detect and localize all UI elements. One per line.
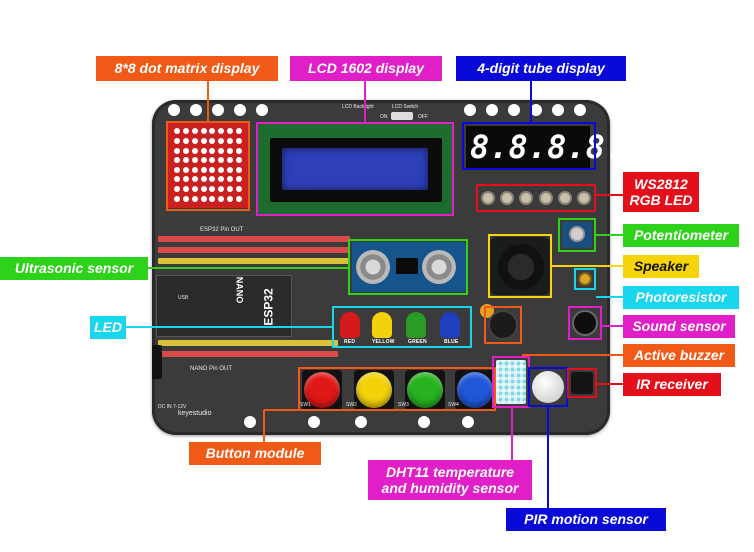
rgb-highlight	[476, 184, 596, 212]
callout-ws2812-line2: RGB LED	[630, 192, 693, 208]
callout-potentiometer: Potentiometer	[623, 224, 739, 247]
mounting-hole	[308, 416, 320, 428]
mounting-hole	[212, 104, 224, 116]
sound-highlight	[568, 306, 602, 340]
callout-lcd: LCD 1602 display	[290, 56, 442, 81]
callout-buzzer: Active buzzer	[623, 344, 735, 367]
callout-photoresistor: Photoresistor	[623, 286, 739, 309]
mounting-hole	[418, 416, 430, 428]
mounting-hole	[168, 104, 180, 116]
mounting-hole	[256, 104, 268, 116]
led-highlight	[332, 306, 472, 348]
button-highlight	[298, 367, 496, 411]
mounting-hole	[574, 104, 586, 116]
mounting-hole	[530, 104, 542, 116]
pin-header	[158, 351, 338, 357]
callout-sound: Sound sensor	[623, 315, 735, 338]
mounting-hole	[462, 416, 474, 428]
callout-pir: PIR motion sensor	[506, 508, 666, 531]
photoresistor-highlight	[574, 268, 596, 290]
nano-label: NANO	[234, 277, 244, 304]
callout-button: Button module	[189, 442, 321, 465]
callout-dot-matrix: 8*8 dot matrix display	[96, 56, 278, 81]
lcd-highlight	[256, 122, 454, 216]
lcd-switch-on-label: ON	[380, 114, 388, 120]
callout-ir: IR receiver	[623, 373, 721, 396]
pir-highlight	[528, 367, 568, 407]
pin-header	[158, 236, 350, 242]
pin-header	[158, 258, 350, 264]
mounting-hole	[190, 104, 202, 116]
callout-ws2812-line1: WS2812	[634, 176, 688, 192]
callout-dht11-line1: DHT11 temperature	[386, 464, 514, 480]
lcd-switch-label: LCD Switch	[392, 104, 418, 110]
tube-highlight	[462, 122, 596, 170]
dc-jack	[152, 345, 162, 379]
mounting-hole	[486, 104, 498, 116]
esp32-pin-out-label: ESP32 Pin OUT	[200, 227, 243, 233]
callout-ws2812: WS2812 RGB LED	[623, 172, 699, 212]
mounting-hole	[508, 104, 520, 116]
pin-header	[158, 340, 338, 346]
speaker-highlight	[488, 234, 552, 298]
callout-dht11-line2: and humidity sensor	[382, 480, 519, 496]
ir-highlight	[567, 368, 597, 398]
callout-dht11: DHT11 temperature and humidity sensor	[368, 460, 532, 500]
lcd-backlight-label: LCD Backlight	[342, 104, 374, 110]
mounting-hole	[244, 416, 256, 428]
esp32-label: ESP32	[262, 288, 276, 325]
pot-highlight	[558, 218, 596, 252]
usb-label: USB	[178, 295, 188, 301]
lcd-switch[interactable]	[391, 112, 413, 120]
mounting-hole	[552, 104, 564, 116]
brand-logo: keyestudio	[178, 410, 211, 417]
dht-highlight	[492, 356, 530, 408]
mounting-hole	[464, 104, 476, 116]
matrix-highlight	[166, 121, 250, 211]
callout-tube: 4-digit tube display	[456, 56, 626, 81]
ultrasonic-highlight	[348, 239, 468, 295]
mounting-hole	[234, 104, 246, 116]
nano-pin-out-label: NANO Pin OUT	[190, 366, 232, 372]
mounting-hole	[355, 416, 367, 428]
callout-ultrasonic: Ultrasonic sensor	[0, 257, 148, 280]
lcd-switch-off-label: OFF	[418, 114, 428, 120]
pin-header	[158, 247, 350, 253]
callout-speaker: Speaker	[623, 255, 699, 278]
callout-led: LED	[90, 316, 126, 339]
buzzer-highlight	[484, 306, 522, 344]
